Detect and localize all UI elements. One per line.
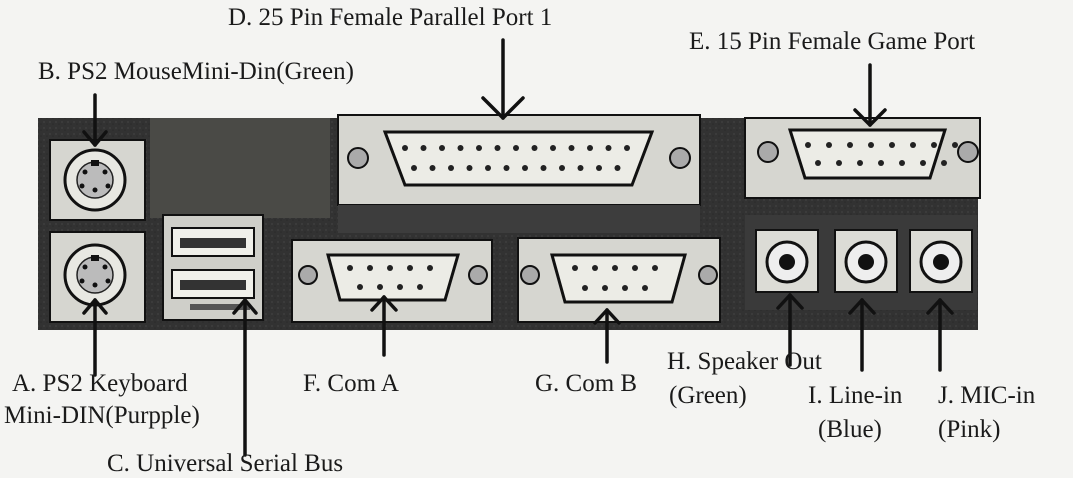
- connector-pin: [878, 160, 884, 166]
- connector-pin: [857, 160, 863, 166]
- connector-pin: [805, 142, 811, 148]
- connector-pin: [411, 165, 417, 171]
- connector-pin: [439, 145, 445, 151]
- connector-pin: [596, 165, 602, 171]
- label-parallel-port: D. 25 Pin Female Parallel Port 1: [228, 4, 552, 32]
- connector-pin: [532, 145, 538, 151]
- label-com-a: F. Com A: [303, 370, 399, 398]
- connector-pin: [941, 160, 947, 166]
- arrow-com-b: [595, 310, 619, 362]
- connector-pin: [467, 165, 473, 171]
- label-speaker-out-line1: H. Speaker Out: [667, 348, 822, 376]
- connector-pin: [402, 145, 408, 151]
- label-usb: C. Universal Serial Bus: [107, 450, 343, 478]
- connector-pin: [550, 145, 556, 151]
- com-a-port: [292, 240, 492, 322]
- connector-pin: [541, 165, 547, 171]
- connector-pin: [421, 145, 427, 151]
- connector-pin: [559, 165, 565, 171]
- connector-pin: [495, 145, 501, 151]
- label-line-in-line2: (Blue): [818, 416, 882, 444]
- connector-pin: [826, 142, 832, 148]
- label-line-in-line1: I. Line-in: [808, 382, 902, 410]
- label-ps2-keyboard-line2: Mini-DIN(Purpple): [4, 402, 200, 430]
- connector-pin: [931, 142, 937, 148]
- connector-pin: [624, 145, 630, 151]
- label-mic-in-line1: J. MIC-in: [938, 382, 1035, 410]
- label-speaker-out-line2: (Green): [669, 382, 747, 410]
- connector-pin: [476, 145, 482, 151]
- connector-pin: [847, 142, 853, 148]
- mic-in-jack: [910, 230, 972, 292]
- audio-jacks: [745, 215, 977, 310]
- label-game-port: E. 15 Pin Female Game Port: [689, 28, 975, 56]
- connector-pin: [815, 160, 821, 166]
- com-b-port: [518, 238, 720, 322]
- ps2-mouse-port: [50, 140, 145, 220]
- connector-pin: [569, 145, 575, 151]
- arrow-mic: [928, 300, 952, 370]
- connector-pin: [606, 145, 612, 151]
- arrow-line-in: [850, 300, 874, 370]
- connector-pin: [587, 145, 593, 151]
- arrow-game: [855, 65, 885, 125]
- label-ps2-mouse: B. PS2 MouseMini-Din(Green): [38, 58, 354, 86]
- label-ps2-keyboard-line1: A. PS2 Keyboard: [12, 370, 188, 398]
- connector-pin: [615, 165, 621, 171]
- connector-pin: [910, 142, 916, 148]
- connector-pin: [920, 160, 926, 166]
- connector-pin: [430, 165, 436, 171]
- connector-pin: [578, 165, 584, 171]
- connector-pin: [952, 142, 958, 148]
- connector-pin: [836, 160, 842, 166]
- connector-pin: [513, 145, 519, 151]
- arrow-parallel: [483, 40, 523, 118]
- ps2-keyboard-port: [50, 232, 145, 322]
- speaker-out-jack: [756, 230, 818, 292]
- connector-pin: [458, 145, 464, 151]
- parallel-port: [338, 115, 700, 233]
- label-com-b: G. Com B: [535, 370, 637, 398]
- connector-pin: [522, 165, 528, 171]
- label-mic-in-line2: (Pink): [938, 416, 1001, 444]
- connector-pin: [899, 160, 905, 166]
- connector-pin: [868, 142, 874, 148]
- connector-pin: [889, 142, 895, 148]
- connector-pin: [485, 165, 491, 171]
- connector-pin: [504, 165, 510, 171]
- line-in-jack: [835, 230, 897, 292]
- game-port: [745, 118, 980, 198]
- connector-pin: [448, 165, 454, 171]
- arrow-keyboard: [84, 300, 106, 375]
